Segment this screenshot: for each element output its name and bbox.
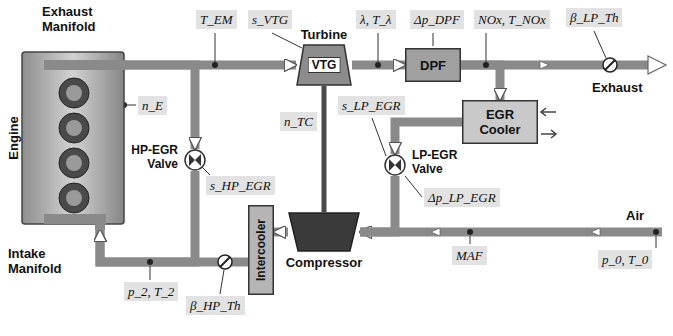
throttle-plate xyxy=(605,60,615,70)
intercooler-label: Intercooler xyxy=(254,219,268,281)
sensor-dot xyxy=(467,229,473,235)
turbine: TurbineVTG xyxy=(296,44,352,86)
egr-branch-pipe xyxy=(461,65,500,100)
intake-stub xyxy=(95,214,105,230)
lp-egr-valve-shape xyxy=(384,154,406,176)
flow-arrow xyxy=(591,228,600,236)
signal-label: Δp_LP_EGR xyxy=(424,188,500,207)
piston xyxy=(66,120,82,136)
engine: Engine xyxy=(4,48,126,230)
valve-symbol xyxy=(385,155,405,175)
signal-label: β_HP_Th xyxy=(186,296,245,315)
signal-label: n_TC xyxy=(280,112,317,131)
lp-egr-pipe xyxy=(360,176,395,232)
turbo-shaft xyxy=(322,86,327,212)
valve-label: LP-EGR Valve xyxy=(412,148,464,176)
part-label: Air xyxy=(626,208,644,223)
signal-label: n_E xyxy=(138,96,167,115)
compressor-label: Compressor xyxy=(286,255,363,270)
valve-symbol xyxy=(185,150,205,170)
dpf-outline xyxy=(406,49,461,82)
valve-bowtie xyxy=(389,159,401,171)
sensor-dot xyxy=(653,229,659,235)
exhaust-pipe xyxy=(461,61,650,70)
flow-arrow xyxy=(540,61,549,69)
throttle-plate xyxy=(220,257,230,267)
flow-arrow xyxy=(431,228,440,236)
egr-cooler-label: EGR Cooler xyxy=(470,107,530,137)
part-label: Exhaust xyxy=(592,80,643,95)
hp-egr-valve: HP-EGR Valve xyxy=(184,149,206,171)
throttle-symbol xyxy=(603,58,617,72)
engine-shape xyxy=(4,48,126,230)
signal-label: s_HP_EGR xyxy=(206,176,275,195)
turbine-housing xyxy=(297,45,351,85)
signal-label: MAF xyxy=(452,246,487,265)
piston xyxy=(66,85,82,101)
cylinder xyxy=(59,148,89,178)
hp-egr-valve-shape xyxy=(184,149,206,171)
egr-cooler-outline xyxy=(463,101,538,144)
compressor: Compressor xyxy=(288,212,360,252)
hp-egr-pipe xyxy=(126,65,195,149)
signal-label: β_LP_Th xyxy=(566,8,622,27)
signal-label: NOx, T_NOx xyxy=(474,10,550,29)
engine-label: Engine xyxy=(6,116,21,159)
sensor-dot xyxy=(147,259,153,265)
egr-cooler: EGR Cooler xyxy=(462,100,538,144)
exhaust-runner xyxy=(44,60,126,70)
signal-label: p_0, T_0 xyxy=(598,250,652,269)
coolant-arrow xyxy=(541,108,556,116)
part-label: Intake Manifold xyxy=(8,246,78,276)
compressor-housing xyxy=(289,213,359,251)
signal-label: T_EM xyxy=(196,10,237,29)
valve-bowtie xyxy=(189,154,201,166)
sensor-dot xyxy=(375,62,381,68)
piston xyxy=(66,190,82,206)
vtg-label: VTG xyxy=(308,57,341,73)
flow-arrow xyxy=(648,56,666,74)
signal-label: p_2, T_2 xyxy=(124,282,178,301)
cylinder xyxy=(59,113,89,143)
signal-label: Δp_DPF xyxy=(410,10,464,29)
cylinder xyxy=(59,78,89,108)
intercooler: Intercooler xyxy=(248,205,274,295)
valve-label: HP-EGR Valve xyxy=(126,143,178,171)
turbine-label: Turbine xyxy=(301,27,348,42)
signal-label: s_LP_EGR xyxy=(338,96,405,115)
sensor-dot xyxy=(212,62,218,68)
intercooler-outline xyxy=(249,206,274,295)
engine-block xyxy=(22,52,124,224)
charge-air-pipe xyxy=(274,228,288,237)
signal-label: λ, T_λ xyxy=(356,10,396,29)
coolant-arrow xyxy=(541,130,556,138)
dpf-label: DPF xyxy=(420,58,446,73)
intake-pipe xyxy=(360,228,662,237)
sensor-dot xyxy=(483,62,489,68)
piston xyxy=(66,155,82,171)
cylinder xyxy=(59,183,89,213)
leader-line xyxy=(126,31,656,294)
part-label: Exhaust Manifold xyxy=(42,4,112,34)
compressor-shape xyxy=(288,212,360,252)
signal-label: s_VTG xyxy=(248,10,292,29)
lp-egr-valve: LP-EGR Valve xyxy=(384,154,406,176)
throttle-symbol xyxy=(218,255,232,269)
dpf: DPF xyxy=(405,48,461,82)
